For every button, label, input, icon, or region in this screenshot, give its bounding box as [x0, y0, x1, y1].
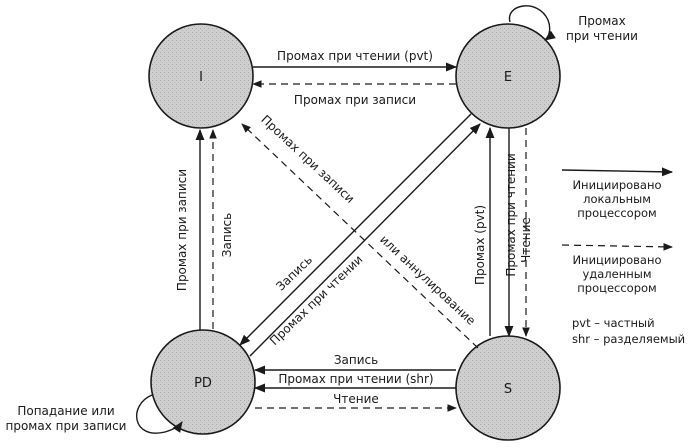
- legend-remote-1: Инициировано: [572, 253, 661, 267]
- state-e-label: E: [504, 70, 512, 85]
- edge-i-to-pd-label: Запись: [220, 213, 234, 257]
- edge-pd-self-loop: [136, 394, 183, 434]
- legend-solid-arrow: [561, 167, 674, 177]
- edge-e-to-pd-label-2: Промах при чтении: [267, 252, 365, 348]
- edge-pd-self-label-1: Попадание или: [17, 404, 114, 418]
- edge-e-to-i-label: Промах при записи: [294, 93, 416, 107]
- state-s: S: [455, 335, 561, 441]
- legend-local-2: локальным: [583, 192, 651, 206]
- edge-e-self-label-2: при чтении: [566, 29, 638, 43]
- edge-s-to-e-label: Промах (pvt): [473, 205, 487, 285]
- edge-s-to-i-label-1: Промах при записи: [258, 112, 357, 206]
- legend-dashed-arrow: [561, 243, 673, 251]
- edge-e-to-pd-1: [239, 113, 472, 346]
- edge-e-self-loop: [508, 5, 556, 41]
- edge-e-to-pd-label-1: Запись: [273, 253, 315, 294]
- edge-s-to-pd-label-1: Запись: [334, 353, 378, 367]
- edge-pd-self-label-2: промах при записи: [6, 419, 127, 433]
- state-e: E: [455, 23, 561, 129]
- state-pd-label: PD: [194, 376, 212, 391]
- legend-shr: shr – разделяемый: [572, 332, 685, 346]
- legend-remote-3: процессором: [577, 281, 656, 295]
- state-pd: PD: [150, 329, 256, 435]
- edge-i-to-e-label: Промах при чтении (pvt): [277, 49, 433, 63]
- legend-local-3: процессором: [577, 206, 656, 220]
- state-pd-circle: [150, 329, 256, 435]
- state-e-circle: [455, 23, 561, 129]
- edge-s-to-pd-label-2: Промах при чтении (shr): [278, 372, 433, 386]
- legend-remote-2: удаленным: [582, 267, 651, 281]
- edge-s-to-i: [241, 123, 479, 349]
- edge-s-to-i-label-2: или аннулирование: [377, 232, 478, 328]
- state-s-label: S: [504, 382, 512, 397]
- legend: Инициировано локальным процессором Иници…: [561, 167, 685, 346]
- legend-local-1: Инициировано: [572, 178, 661, 192]
- edge-pd-to-i-label: Промах при записи: [175, 169, 189, 291]
- state-i: I: [148, 23, 254, 129]
- state-i-circle: [148, 23, 254, 129]
- edge-pd-to-s-label: Чтение: [333, 392, 379, 406]
- edge-e-to-s-label-1: Промах при чтении: [504, 153, 518, 276]
- edge-e-to-s-label-2: Чтение: [519, 217, 533, 263]
- edge-e-self-label-1: Промах: [578, 14, 626, 28]
- state-i-label: I: [199, 70, 203, 85]
- legend-pvt: pvt – частный: [572, 316, 655, 330]
